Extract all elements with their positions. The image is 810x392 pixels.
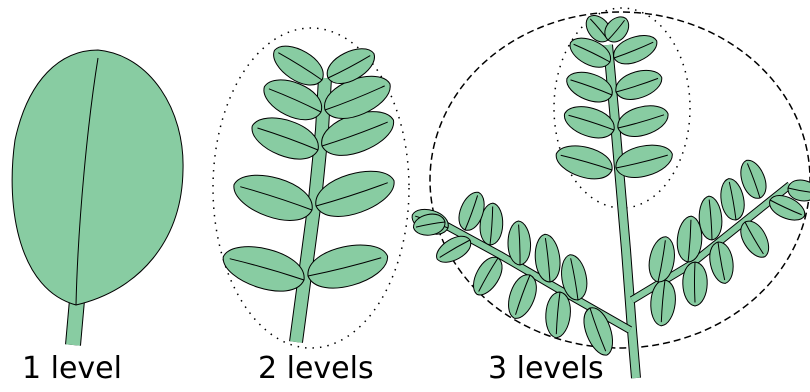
leaflet-a-r3 — [616, 70, 662, 99]
leaflet-b-9 — [437, 236, 471, 262]
leaflet-a-l2 — [564, 107, 614, 138]
leaflet-c-1 — [651, 280, 676, 326]
leaflet-r2 — [316, 171, 394, 216]
leaflet-blade — [274, 46, 324, 85]
leaflet-a-l1 — [556, 146, 612, 179]
leaflet-blade — [651, 280, 676, 326]
leaflet-c-7 — [741, 221, 769, 257]
leaflet-blade — [570, 38, 611, 67]
leaflet-a-r1 — [616, 145, 672, 177]
leaflet-c-8 — [721, 179, 744, 220]
leaflet-blade — [567, 72, 613, 102]
leaflet-a-top-r — [605, 17, 629, 42]
leaflet-r1 — [308, 245, 388, 288]
leaflet-blade — [564, 107, 614, 138]
leaflet-l1 — [223, 247, 304, 291]
leaflet-a-l4 — [570, 38, 611, 67]
leaflet-c-5 — [710, 242, 733, 283]
leaflet-r3 — [322, 112, 394, 156]
leaflet-blade — [677, 216, 702, 262]
leaflet-c-11 — [788, 180, 810, 201]
leaflet-blade — [234, 175, 312, 220]
panel-bipinnate-leaf — [412, 8, 810, 378]
panel-pinnate-leaf — [213, 28, 409, 348]
leaflet-l5 — [274, 46, 324, 85]
leaflet-b-5 — [509, 275, 537, 319]
leaflet-a-r2 — [618, 106, 668, 137]
caption-2-levels: 2 levels — [258, 352, 374, 386]
leaflet-c-3 — [683, 262, 707, 306]
leaflet-b-7 — [474, 257, 503, 295]
leaflet-midrib — [694, 262, 695, 302]
leaflet-blade — [509, 275, 537, 319]
leaflet-l2 — [234, 175, 312, 220]
leaflet-c-4 — [677, 216, 702, 262]
leaflet-b-3 — [546, 292, 571, 338]
leaflet-b-6 — [508, 221, 531, 265]
leaflet-l4 — [264, 80, 322, 120]
leaflet-blade — [546, 292, 571, 338]
leaflet-blade — [252, 118, 318, 159]
leaflet-l3 — [252, 118, 318, 159]
caption-1-level: 1 level — [22, 352, 122, 386]
simple-leaf-blade — [12, 50, 183, 305]
leaflet-a-l3 — [567, 72, 613, 102]
petiole — [73, 300, 77, 345]
leaflet-blade — [474, 257, 503, 295]
leaflet-blade — [264, 80, 322, 120]
leaflet-c-10 — [741, 160, 766, 198]
leaflet-blade — [556, 146, 612, 179]
leaflet-blade — [223, 247, 304, 291]
leaflet-c-6 — [699, 196, 722, 240]
caption-3-levels: 3 levels — [488, 352, 604, 386]
panel-simple-leaf — [12, 50, 183, 345]
